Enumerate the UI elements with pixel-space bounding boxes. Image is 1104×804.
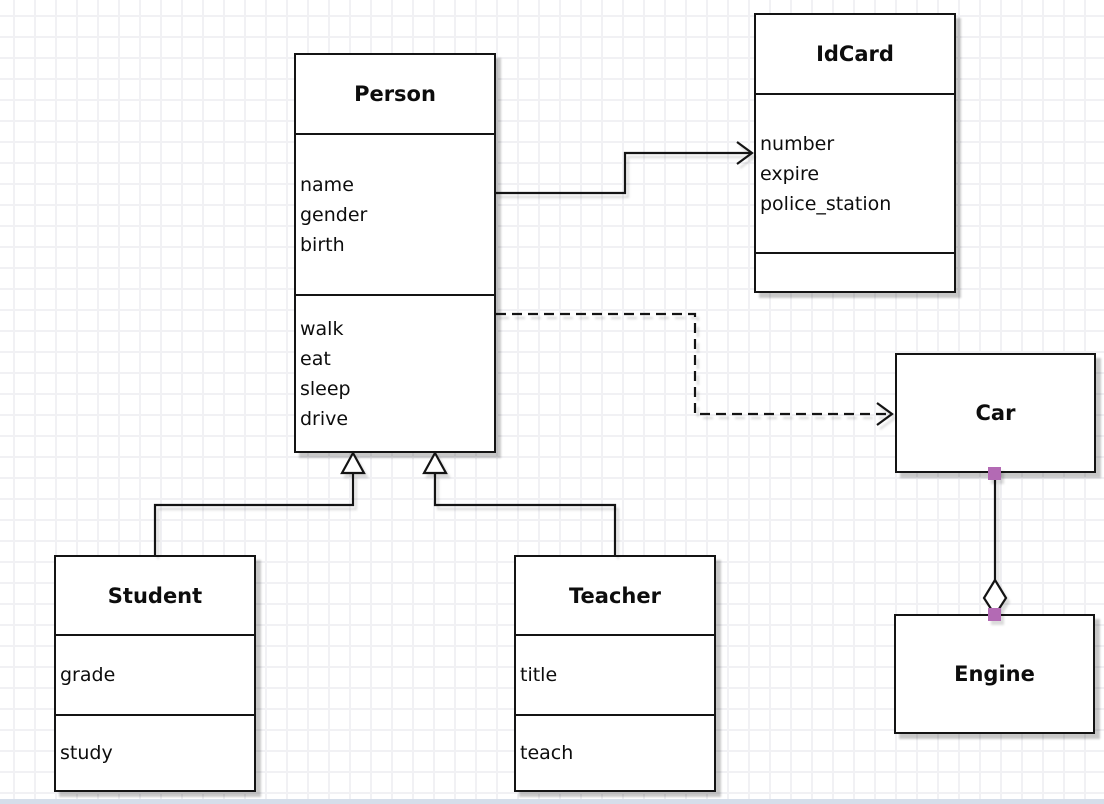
attribute: grade xyxy=(60,664,116,686)
class-title: Teacher xyxy=(516,557,714,636)
canvas-bottom-edge xyxy=(0,799,1104,804)
class-methods: study xyxy=(56,716,254,790)
attribute: title xyxy=(520,664,558,686)
hollow-triangle-icon xyxy=(422,450,448,475)
class-title: Person xyxy=(296,55,494,135)
class-attributes: grade xyxy=(56,636,254,716)
class-idcard[interactable]: IdCard number expire police_station xyxy=(754,13,956,293)
class-title: Engine xyxy=(954,662,1035,686)
open-arrowhead-icon xyxy=(876,402,894,426)
class-attributes: title xyxy=(516,636,714,716)
method: study xyxy=(60,742,113,764)
association-person-idcard[interactable] xyxy=(496,141,754,195)
generalization-student-person[interactable] xyxy=(153,450,366,555)
class-attributes: number expire police_station xyxy=(756,95,954,254)
attribute: gender xyxy=(300,203,368,226)
attribute: expire xyxy=(760,162,820,185)
class-methods: teach xyxy=(516,716,714,790)
method: sleep xyxy=(300,377,351,400)
class-person[interactable]: Person name gender birth walk eat sleep … xyxy=(294,53,496,453)
attribute: name xyxy=(300,173,354,196)
method: drive xyxy=(300,407,349,430)
class-car[interactable]: Car xyxy=(895,353,1096,473)
generalization-teacher-person[interactable] xyxy=(422,450,617,555)
class-title: Student xyxy=(56,557,254,636)
dependency-person-car[interactable] xyxy=(496,312,894,426)
class-methods: walk eat sleep drive xyxy=(296,296,494,451)
open-arrowhead-icon xyxy=(736,141,754,165)
class-attributes: name gender birth xyxy=(296,135,494,296)
class-title: IdCard xyxy=(756,15,954,95)
method: eat xyxy=(300,347,331,370)
method: walk xyxy=(300,317,344,340)
class-teacher[interactable]: Teacher title teach xyxy=(514,555,716,792)
class-student[interactable]: Student grade study xyxy=(54,555,256,792)
link-endpoint-handle[interactable] xyxy=(988,608,1001,621)
class-title: Car xyxy=(975,401,1016,425)
aggregation-car-engine[interactable] xyxy=(982,467,1008,621)
hollow-triangle-icon xyxy=(340,450,366,475)
method: teach xyxy=(520,742,574,764)
attribute: birth xyxy=(300,233,345,256)
link-endpoint-handle[interactable] xyxy=(988,467,1001,480)
attribute: number xyxy=(760,132,835,155)
class-engine[interactable]: Engine xyxy=(894,614,1095,734)
attribute: police_station xyxy=(760,192,892,215)
